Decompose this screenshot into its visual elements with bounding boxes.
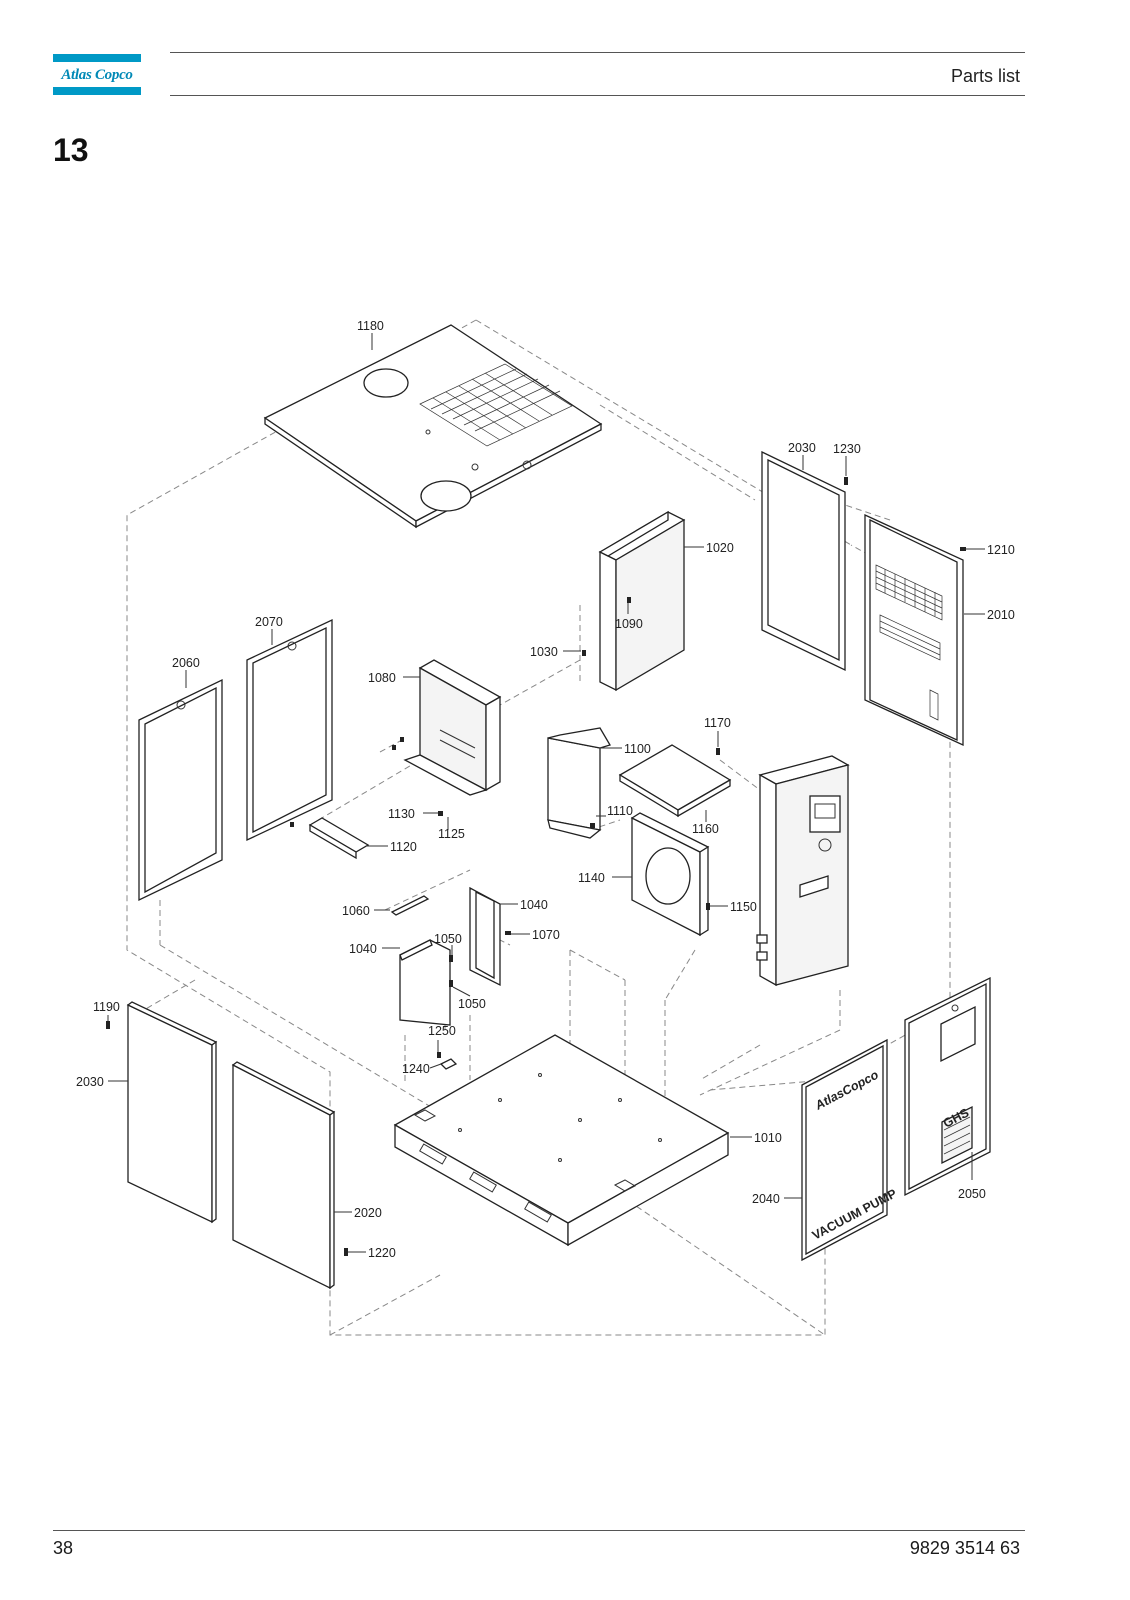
label-1140: 1140 (578, 871, 605, 885)
page-number: 38 (53, 1538, 74, 1558)
screw-1110 (590, 823, 595, 828)
label-1040-lower: 1040 (349, 942, 377, 956)
label-1060: 1060 (342, 904, 370, 918)
atlas-copco-logo: Atlas Copco (53, 54, 141, 95)
label-1160: 1160 (692, 822, 719, 836)
leader-lines (107, 333, 985, 1253)
screw-1220 (344, 1248, 348, 1256)
part-control-box (756, 755, 850, 987)
label-1100: 1100 (624, 742, 651, 756)
label-2070: 2070 (255, 615, 283, 629)
label-1080: 1080 (368, 671, 396, 685)
label-2060: 2060 (172, 656, 200, 670)
label-1210: 1210 (987, 543, 1015, 557)
logo-wordmark: Atlas Copco (61, 67, 133, 83)
part-1160-plate (618, 744, 732, 818)
part-2040-front-door: AtlasCopco VACUUM PUMP (801, 1038, 899, 1262)
chapter-number: 13 (53, 132, 89, 168)
part-1040-cover-left (399, 939, 451, 1026)
section-title: Parts list (950, 66, 1020, 86)
label-1110: 1110 (607, 804, 633, 818)
part-1140-fan-shroud (630, 812, 710, 937)
part-2020-panel (231, 1061, 336, 1290)
label-1180: 1180 (357, 319, 384, 333)
label-2040: 2040 (752, 1192, 780, 1206)
part-2030-lower-panel (126, 1001, 218, 1224)
part-1240-plate (439, 1058, 458, 1070)
footer-rule (53, 1530, 1025, 1531)
part-1010-base-frame (393, 1034, 730, 1247)
label-1050-lower: 1050 (458, 997, 486, 1011)
part-2030-upper-panel (761, 450, 846, 672)
screw-1080-b (400, 737, 404, 742)
header-rule-top (170, 52, 1025, 53)
part-2070-side-panel (246, 618, 333, 842)
screw-1170 (716, 748, 720, 755)
label-1230: 1230 (833, 442, 861, 456)
label-1130: 1130 (388, 807, 415, 821)
screw-1080-a (392, 745, 396, 750)
part-number-labels: 1180 2030 1230 1020 1210 2010 1090 1030 … (76, 319, 1015, 1260)
screw-1210 (960, 547, 966, 551)
label-1010: 1010 (754, 1131, 782, 1145)
part-2060-side-panel (138, 678, 223, 902)
screw-1250 (437, 1052, 441, 1058)
label-1150: 1150 (730, 900, 757, 914)
part-1180-top-cover (263, 324, 603, 529)
part-2050-window-door: GHS (904, 976, 991, 1197)
screw-1090 (627, 597, 631, 603)
screw-1150 (706, 903, 710, 910)
label-1220: 1220 (368, 1246, 396, 1260)
part-2010-louvred-panel (864, 513, 964, 747)
fasteners (106, 477, 966, 1256)
screw-2070 (290, 822, 294, 827)
part-1020-bracket (598, 510, 686, 692)
screw-1030 (582, 650, 586, 656)
label-1090: 1090 (615, 617, 643, 631)
logo-bar-top (53, 54, 141, 62)
screw-1050-upper (449, 955, 453, 962)
screw-1130 (438, 811, 443, 816)
screw-1190 (106, 1021, 110, 1029)
label-2030-lower: 2030 (76, 1075, 104, 1089)
header-rule-bottom (170, 95, 1025, 96)
label-1190: 1190 (93, 1000, 120, 1014)
label-2030-upper: 2030 (788, 441, 816, 455)
label-1030: 1030 (530, 645, 558, 659)
part-1060-strip (390, 895, 430, 916)
logo-bar-bottom (53, 87, 141, 95)
label-1040-upper: 1040 (520, 898, 548, 912)
part-1040-cover-right (469, 886, 501, 987)
label-1250: 1250 (428, 1024, 456, 1038)
label-1125: 1125 (438, 827, 465, 841)
label-1050-upper: 1050 (434, 932, 462, 946)
part-1080-frame (403, 659, 502, 796)
label-2010: 2010 (987, 608, 1015, 622)
label-1120: 1120 (390, 840, 417, 854)
document-number: 9829 3514 63 (909, 1538, 1020, 1558)
screw-1230 (844, 477, 848, 485)
screw-1050-lower (449, 980, 453, 987)
label-2050: 2050 (958, 1187, 986, 1201)
label-1070: 1070 (532, 928, 560, 942)
part-1120-strip (308, 817, 370, 860)
part-1100-bracket (547, 727, 611, 839)
label-1170: 1170 (704, 716, 731, 730)
label-1020: 1020 (706, 541, 734, 555)
label-1240: 1240 (402, 1062, 430, 1076)
label-2020: 2020 (354, 1206, 382, 1220)
screw-1070 (505, 931, 511, 935)
